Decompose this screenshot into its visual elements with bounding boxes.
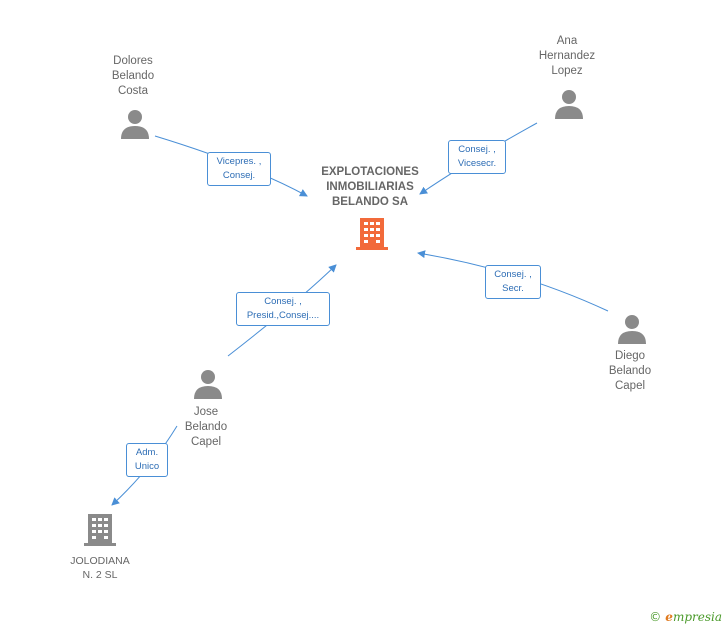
person-name-ana[interactable]: Ana Hernandez Lopez [538, 35, 596, 77]
relation-label-dolores[interactable]: Vicepres. , Consej. [207, 152, 271, 186]
building-icon[interactable] [84, 514, 116, 546]
relation-label-jose-jolodiana[interactable]: Adm. Unico [126, 443, 168, 477]
brand-text: mpresia [672, 610, 722, 624]
relation-label-jose[interactable]: Consej. , Presid.,Consej.... [236, 292, 330, 326]
person-icon[interactable] [617, 314, 647, 344]
center-company-name[interactable]: EXPLOTACIONES INMOBILIARIAS BELANDO SA [321, 166, 419, 208]
relation-label-diego[interactable]: Consej. , Secr. [485, 265, 541, 299]
company-name-jolodiana[interactable]: JOLODIANA N. 2 SL [70, 555, 130, 581]
brand-initial: e [665, 610, 673, 624]
person-name-jose[interactable]: Jose Belando Capel [184, 406, 228, 448]
person-name-diego[interactable]: Diego Belando Capel [608, 350, 652, 392]
person-icon[interactable] [193, 369, 223, 399]
relation-label-ana[interactable]: Consej. , Vicesecr. [448, 140, 506, 174]
copyright-symbol: © [649, 610, 662, 624]
brand-logo: ©empresia [649, 610, 722, 624]
person-icon[interactable] [120, 109, 150, 139]
person-name-dolores[interactable]: Dolores Belando Costa [111, 55, 155, 97]
person-icon[interactable] [554, 89, 584, 119]
building-icon[interactable] [356, 218, 388, 250]
